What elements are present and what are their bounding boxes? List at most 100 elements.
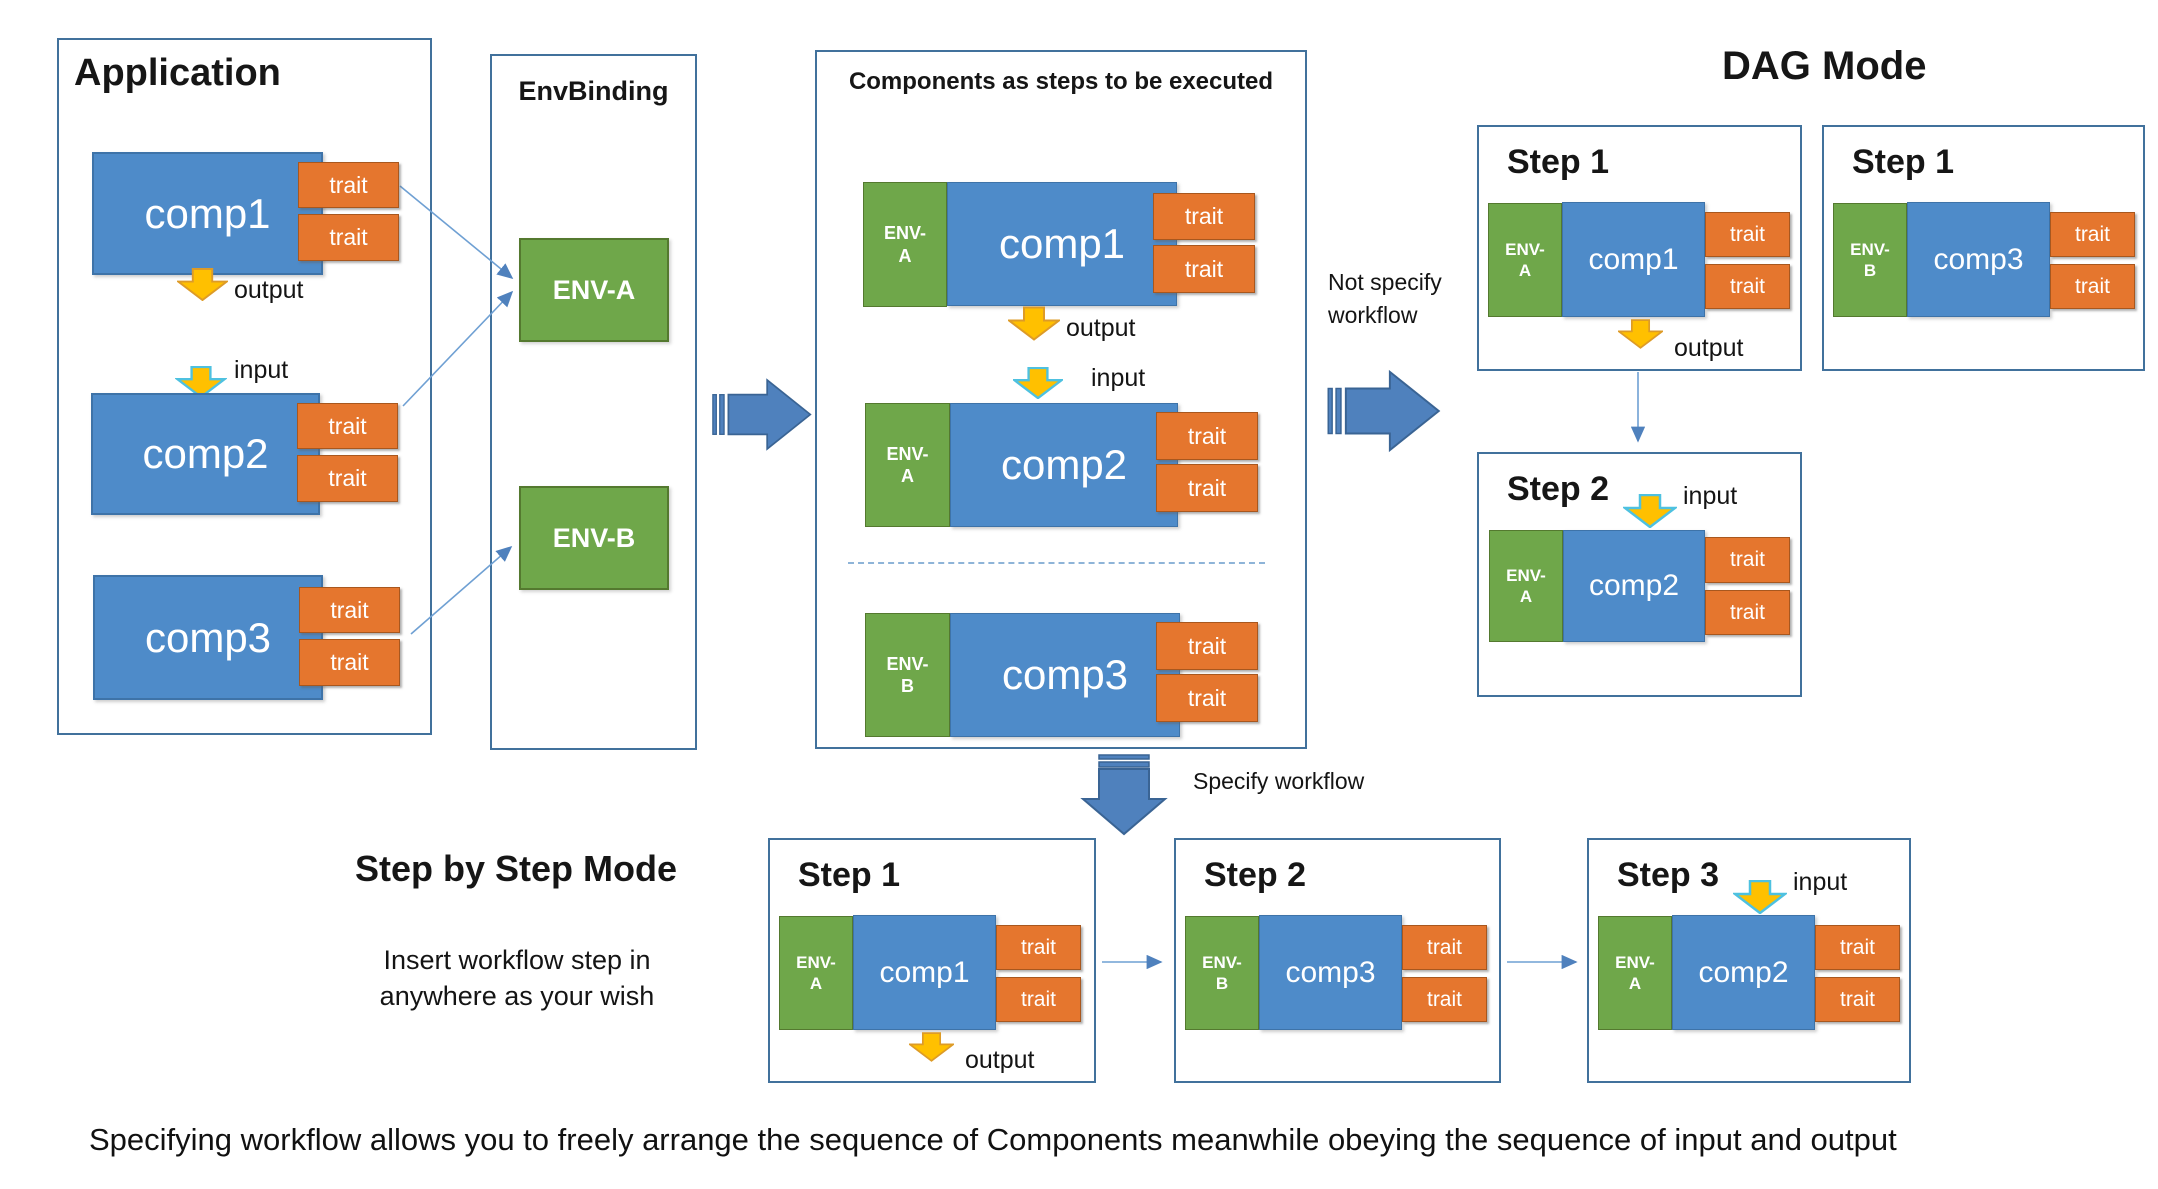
env-prefix-line: ENV- [1505, 239, 1545, 259]
striped-right-arrow-icon [1327, 369, 1441, 453]
trait-label: trait [2074, 222, 2110, 246]
row3-env-prefix-box: ENV- B [865, 613, 950, 737]
sbs-step3-input-label: input [1793, 868, 1848, 896]
dag-step1-comp-box: comp1 [1562, 202, 1705, 317]
dag-step2-env-box: ENV- A [1489, 530, 1563, 642]
trait-label: trait [1020, 935, 1056, 959]
trait-label: trait [1184, 255, 1224, 282]
sbs-step3-title: Step 3 [1617, 856, 1720, 894]
line-comp1-to-env-a [399, 185, 514, 280]
env-letter: B [1863, 261, 1877, 280]
trait-label: trait [328, 465, 367, 491]
dag-step1-comp-label: comp1 [1588, 242, 1679, 276]
trait-label: trait [329, 224, 368, 250]
sbs-step2-comp-box: comp3 [1259, 915, 1402, 1030]
app-comp2-trait1: trait [297, 403, 398, 449]
env-letter: B [1215, 974, 1229, 993]
trait-label: trait [2074, 274, 2110, 298]
specify-workflow-label: Specify workflow [1193, 768, 1365, 794]
row-output-label: output [1066, 314, 1136, 342]
env-letter: A [901, 466, 914, 486]
app-comp3-trait2: trait [299, 639, 400, 686]
trait-label: trait [330, 596, 369, 623]
dag-step1b-trait2: trait [2050, 264, 2135, 309]
row1-comp-label: comp1 [998, 220, 1126, 267]
input-arrow-icon [1623, 494, 1677, 528]
env-b-label: ENV-B [552, 522, 636, 553]
caption-text: Specifying workflow allows you to freely… [89, 1122, 1897, 1157]
row1-trait2: trait [1153, 245, 1255, 293]
step-by-step-description: Insert workflow step in anywhere as your… [337, 942, 697, 1015]
env-prefix-line: ENV- [1850, 239, 1890, 259]
row2-comp-label: comp2 [1000, 441, 1128, 488]
dag-step1b-title: Step 1 [1852, 143, 1955, 181]
app-comp3-box: comp3 [93, 575, 323, 700]
trait-label: trait [1839, 987, 1875, 1011]
sbs-step3-comp-box: comp2 [1672, 915, 1815, 1030]
row3-trait1: trait [1156, 622, 1258, 670]
sbs-step2-title: Step 2 [1204, 856, 1307, 894]
env-a-label: ENV-A [552, 274, 636, 305]
trait-label: trait [1184, 203, 1224, 229]
dag-note: Not specify workflow [1328, 266, 1442, 333]
sbs-step1-title: Step 1 [798, 856, 901, 894]
app-comp3-label: comp3 [144, 613, 272, 661]
trait-label: trait [330, 649, 369, 675]
app-comp1-label: comp1 [144, 189, 271, 237]
sbs-step3-trait1: trait [1815, 925, 1900, 970]
sbs-step3-comp-label: comp2 [1698, 955, 1789, 989]
env-prefix-line: ENV- [886, 653, 929, 674]
dag-step2-trait1: trait [1705, 537, 1790, 583]
env-b-box: ENV-B [519, 486, 669, 590]
row2-env-prefix-box: ENV- A [865, 403, 950, 527]
dag-step1-title: Step 1 [1507, 143, 1610, 181]
trait-label: trait [1426, 935, 1462, 959]
dag-step1b-env-box: ENV- B [1833, 203, 1907, 317]
row1-env-prefix-box: ENV- A [863, 182, 947, 307]
row-input-label: input [1091, 364, 1146, 392]
components-panel-title: Components as steps to be executed [848, 68, 1274, 95]
app-comp2-label: comp2 [142, 430, 269, 477]
dag-mode-title: DAG Mode [1722, 44, 1927, 88]
trait-label: trait [1187, 474, 1227, 501]
env-letter: B [901, 676, 914, 696]
sbs-step2-comp-label: comp3 [1285, 955, 1376, 989]
striped-right-arrow-icon [712, 378, 812, 451]
env-letter: A [1519, 587, 1533, 606]
app-input-label: input [234, 356, 289, 384]
env-letter: A [809, 974, 823, 993]
output-arrow-icon [909, 1032, 954, 1062]
row2-trait1: trait [1156, 412, 1258, 460]
output-arrow-icon [177, 268, 228, 301]
app-comp1-trait1: trait [298, 162, 399, 208]
env-letter: A [1628, 974, 1642, 993]
sbs-step2-trait2: trait [1402, 977, 1487, 1022]
dag-step2-trait2: trait [1705, 590, 1790, 635]
trait-label: trait [1187, 632, 1227, 659]
dag-step1b-trait1: trait [2050, 212, 2135, 257]
app-output-label: output [234, 276, 304, 304]
trait-label: trait [1187, 422, 1227, 449]
app-comp2-box: comp2 [91, 393, 320, 515]
sbs-step1-trait2: trait [996, 977, 1081, 1022]
row1-comp-box: comp1 [947, 182, 1177, 306]
dag-note-line2: workflow [1328, 302, 1418, 329]
env-prefix-line: ENV- [796, 952, 836, 972]
sbs-step3-trait2: trait [1815, 977, 1900, 1022]
env-letter: A [898, 245, 912, 266]
sbs-step1-comp-box: comp1 [853, 915, 996, 1030]
workflow-separator-line [848, 562, 1265, 564]
trait-label: trait [1839, 935, 1875, 959]
striped-down-arrow-icon [1080, 754, 1168, 836]
env-a-box: ENV-A [519, 238, 669, 342]
trait-label: trait [1020, 987, 1056, 1011]
dag-note-line1: Not specify [1328, 269, 1442, 295]
row1-trait1: trait [1153, 193, 1255, 240]
dag-step1-trait2: trait [1705, 264, 1790, 309]
dag-step2-title: Step 2 [1507, 470, 1610, 508]
row2-comp-box: comp2 [950, 403, 1178, 527]
output-arrow-icon [1618, 319, 1663, 349]
dag-step2-comp-label: comp2 [1588, 569, 1680, 602]
